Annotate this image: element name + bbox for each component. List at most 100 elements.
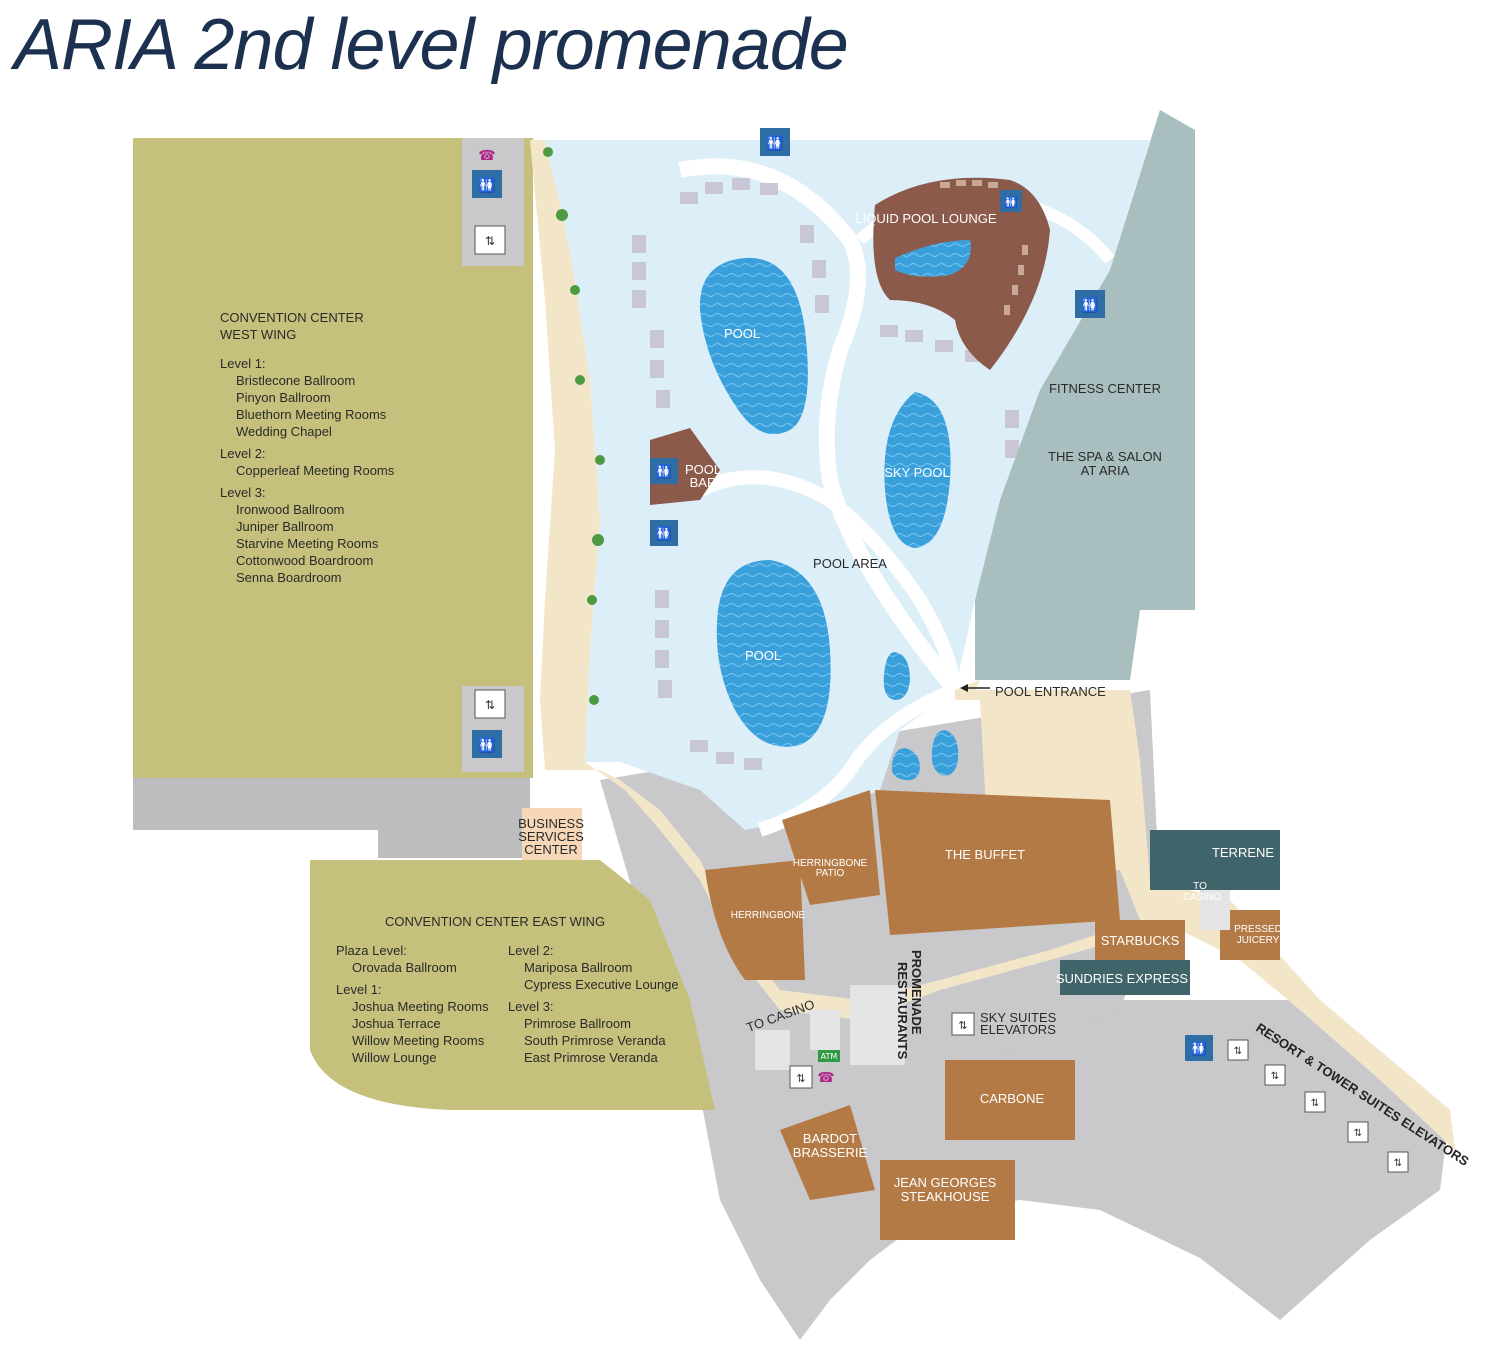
jean-georges xyxy=(880,1160,1015,1240)
svg-text:⇅: ⇅ xyxy=(958,1019,967,1032)
herringbone-patio-label-2: PATIO xyxy=(816,868,845,879)
starbucks-label: STARBUCKS xyxy=(1101,933,1180,948)
room-label: Wedding Chapel xyxy=(236,424,332,439)
map-title: ARIA 2nd level promenade xyxy=(14,5,849,85)
room-label: Mariposa Ballroom xyxy=(524,960,632,975)
bardot-label-2: BRASSERIE xyxy=(793,1145,868,1160)
room-label: Orovada Ballroom xyxy=(352,960,457,975)
svg-text:🚻: 🚻 xyxy=(478,737,495,754)
small-pool-3 xyxy=(891,748,920,781)
svg-text:🚻: 🚻 xyxy=(656,464,672,480)
elevator-icon: ⇅ xyxy=(789,1065,813,1089)
business-label-1: BUSINESS xyxy=(518,816,584,831)
room-label: Cottonwood Boardroom xyxy=(236,553,373,568)
west-wing-title-2: WEST WING xyxy=(220,327,296,342)
business-services xyxy=(522,808,582,860)
herringbone xyxy=(705,860,805,980)
to-casino-escalators-2 xyxy=(810,1010,840,1050)
svg-text:⇅: ⇅ xyxy=(485,234,495,248)
elevator-icon: ⇅ xyxy=(1304,1091,1326,1113)
to-casino-right-2: CASINO xyxy=(1183,892,1222,903)
bardot-label-1: BARDOT xyxy=(803,1131,857,1146)
elevator-icon: ⇅ xyxy=(951,1012,975,1036)
elevator-icon: ⇅ xyxy=(1264,1064,1286,1086)
pool-north-label: POOL xyxy=(724,326,760,341)
room-label: Primrose Ballroom xyxy=(524,1016,631,1031)
restroom-icon: 🚻 xyxy=(760,128,790,156)
level-label: Level 2: xyxy=(508,943,554,958)
restroom-icon: 🚻 xyxy=(472,170,502,198)
restroom-icon: 🚻 xyxy=(1000,190,1022,212)
lounge-seating xyxy=(940,180,1028,315)
restroom-icon: 🚻 xyxy=(650,520,678,546)
liquid-pool-lounge-label: LIQUID POOL LOUNGE xyxy=(855,211,996,226)
arrow-icon xyxy=(960,684,990,692)
room-label: Joshua Meeting Rooms xyxy=(352,999,489,1014)
elevator-icon: ⇅ xyxy=(1227,1039,1249,1061)
herringbone-label: HERRINGBONE xyxy=(731,910,806,921)
sundries-express-label: SUNDRIES EXPRESS xyxy=(1056,971,1189,986)
phone-icon: ☎ xyxy=(817,1070,834,1086)
level-label: Level 1: xyxy=(220,356,266,371)
sky-suites-label-1: SKY SUITES xyxy=(980,1010,1057,1025)
jean-georges-label-1: JEAN GEORGES xyxy=(894,1175,997,1190)
promenade-walkway xyxy=(530,140,1455,1150)
svg-text:⇅: ⇅ xyxy=(1394,1158,1402,1169)
level-label: Level 3: xyxy=(508,999,554,1014)
to-casino-right-1: TO xyxy=(1193,881,1207,892)
west-wing-grey-block xyxy=(378,778,530,858)
the-buffet-label: THE BUFFET xyxy=(945,847,1025,862)
small-pool-2 xyxy=(931,730,959,776)
business-label-3: CENTER xyxy=(524,842,577,857)
pool-entrance-label: POOL ENTRANCE xyxy=(995,684,1106,699)
liquid-lounge-pool xyxy=(895,240,971,277)
pool-walkway-1 xyxy=(678,158,962,696)
svg-text:☎: ☎ xyxy=(478,148,495,164)
room-label: Ironwood Ballroom xyxy=(236,502,344,517)
spa-label-1: THE SPA & SALON xyxy=(1048,449,1162,464)
svg-text:🚻: 🚻 xyxy=(1004,196,1018,209)
room-label: Senna Boardroom xyxy=(236,570,342,585)
pool-walkway-3 xyxy=(757,683,958,837)
liquid-pool-lounge xyxy=(873,177,1050,370)
atm-icon: ATM xyxy=(818,1050,840,1062)
carbone xyxy=(945,1060,1075,1140)
level-label: Plaza Level: xyxy=(336,943,407,958)
room-label: Pinyon Ballroom xyxy=(236,390,331,405)
palm-trees xyxy=(543,147,605,705)
svg-text:⇅: ⇅ xyxy=(1311,1098,1319,1109)
svg-text:🚻: 🚻 xyxy=(1081,297,1098,314)
building-floor-south xyxy=(700,1000,1450,1340)
elevator-icon: ⇅ xyxy=(1387,1151,1409,1173)
the-buffet xyxy=(875,790,1120,935)
east-wing-block xyxy=(310,860,715,1110)
room-label: Willow Lounge xyxy=(352,1050,437,1065)
elevator-icon: ⇅ xyxy=(474,225,506,255)
svg-text:🚻: 🚻 xyxy=(1191,1041,1207,1057)
room-label: Starvine Meeting Rooms xyxy=(236,536,379,551)
room-label: Bristlecone Ballroom xyxy=(236,373,355,388)
svg-text:☎: ☎ xyxy=(817,1070,834,1086)
restroom-icon: 🚻 xyxy=(1185,1035,1213,1061)
room-label: Willow Meeting Rooms xyxy=(352,1033,485,1048)
to-casino-escalators xyxy=(755,1030,790,1070)
fitness-center-label: FITNESS CENTER xyxy=(1049,381,1161,396)
right-escalators xyxy=(1200,890,1230,930)
pressed-label-2: JUICERY xyxy=(1237,935,1280,946)
business-label-2: SERVICES xyxy=(518,829,584,844)
sky-suites-label-2: ELEVATORS xyxy=(980,1022,1056,1037)
sky-suites-elevators-box xyxy=(850,985,905,1065)
svg-text:🚻: 🚻 xyxy=(478,177,495,194)
restroom-icon: 🚻 xyxy=(472,730,502,758)
pool-bar xyxy=(650,428,720,505)
sundries-express xyxy=(1060,960,1190,995)
svg-text:🚻: 🚻 xyxy=(656,526,672,542)
terrene-label: TERRENE xyxy=(1212,845,1274,860)
svg-text:🚻: 🚻 xyxy=(766,135,783,152)
svg-text:⇅: ⇅ xyxy=(485,698,495,712)
room-label: Cypress Executive Lounge xyxy=(524,977,679,992)
pool-south xyxy=(716,560,831,747)
svg-text:⇅: ⇅ xyxy=(1354,1128,1362,1139)
